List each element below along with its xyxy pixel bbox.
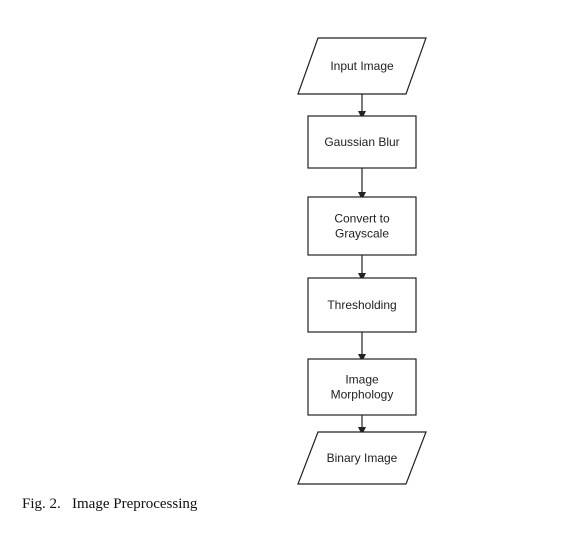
- node-thresholding: [307, 277, 417, 333]
- node-gaussian-blur: [307, 115, 417, 169]
- node-input-image: [297, 37, 427, 95]
- node-binary-image: [297, 431, 427, 485]
- node-label-binary-image: Binary Image: [327, 451, 398, 465]
- node-convert-to-grayscale: [307, 196, 417, 256]
- node-label-convert-to-grayscale: Convert to: [334, 212, 390, 226]
- node-label-convert-to-grayscale: Grayscale: [335, 227, 389, 241]
- node-image-morphology: [307, 358, 417, 416]
- node-label-image-morphology: Morphology: [331, 388, 394, 402]
- node-label-image-morphology: Image: [345, 373, 379, 387]
- node-label-thresholding: Thresholding: [327, 298, 396, 312]
- node-label-input-image: Input Image: [330, 59, 394, 73]
- node-label-gaussian-blur: Gaussian Blur: [324, 135, 399, 149]
- figure-caption: Fig. 2. Image Preprocessing: [22, 496, 198, 512]
